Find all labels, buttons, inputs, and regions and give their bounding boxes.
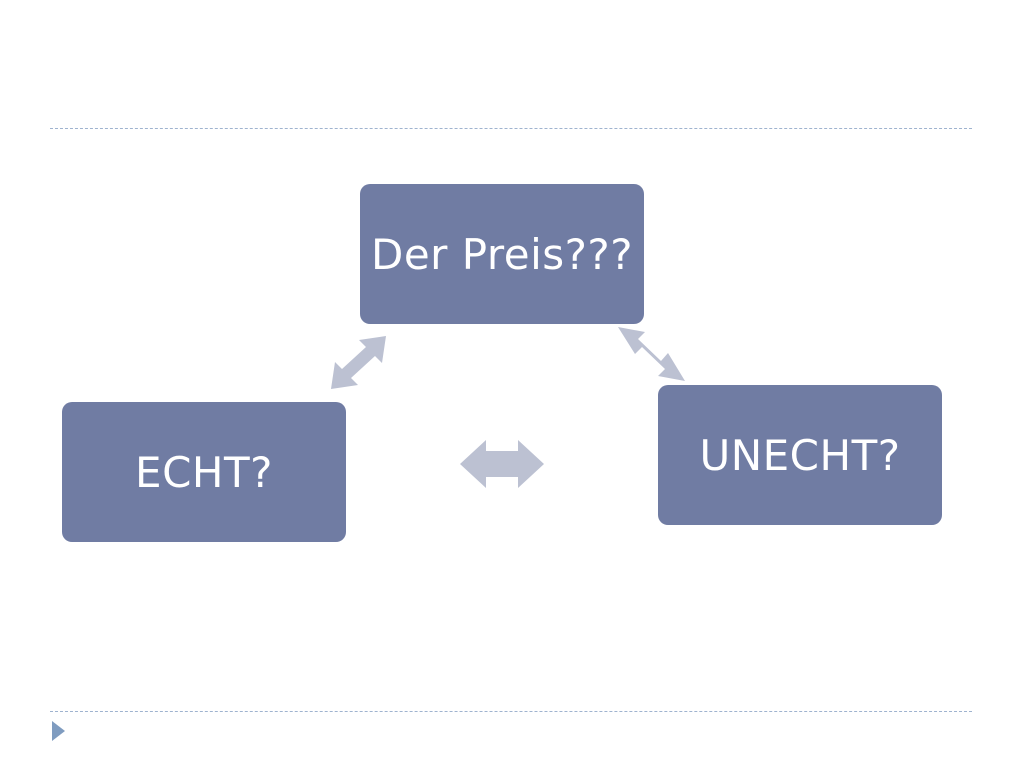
node-echt: ECHT? bbox=[62, 402, 346, 542]
bullet-triangle-icon bbox=[52, 721, 65, 741]
node-der-preis-label: Der Preis??? bbox=[371, 229, 633, 279]
double-arrow-center bbox=[460, 440, 544, 488]
node-echt-label: ECHT? bbox=[135, 447, 273, 497]
double-arrow-top-left bbox=[331, 336, 386, 389]
node-unecht: UNECHT? bbox=[658, 385, 942, 525]
node-der-preis: Der Preis??? bbox=[360, 184, 644, 324]
node-unecht-label: UNECHT? bbox=[699, 430, 901, 480]
top-divider bbox=[50, 128, 972, 129]
bottom-divider bbox=[50, 711, 972, 712]
double-arrow-top-right bbox=[618, 327, 685, 381]
